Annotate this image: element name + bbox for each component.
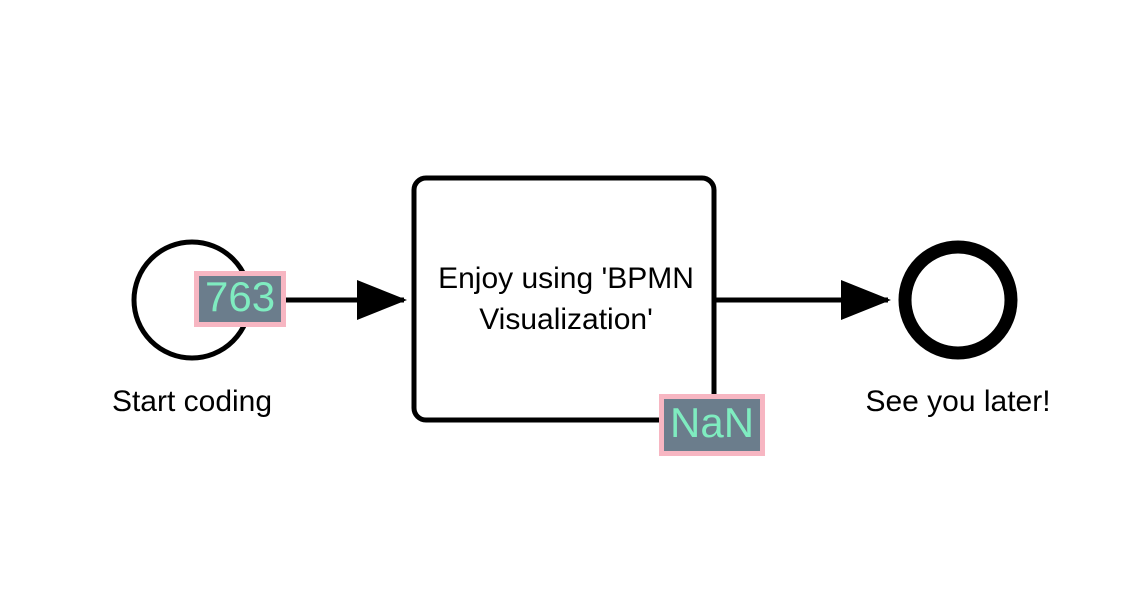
overlay-badge-start-counter[interactable]: 763 [194, 271, 287, 327]
start-event-label: Start coding [112, 385, 272, 418]
task-shape[interactable] [411, 175, 717, 423]
end-event-label: See you later! [865, 385, 1050, 418]
overlay-badge-task-counter[interactable]: NaN [659, 394, 766, 456]
task-label-line-1: Enjoy using 'BPMN [438, 262, 694, 295]
end-event-circle[interactable] [898, 240, 1018, 360]
task-rect[interactable] [411, 175, 717, 423]
task-label-line-2: Visualization' [479, 303, 653, 336]
end-event-shape[interactable] [898, 240, 1018, 360]
